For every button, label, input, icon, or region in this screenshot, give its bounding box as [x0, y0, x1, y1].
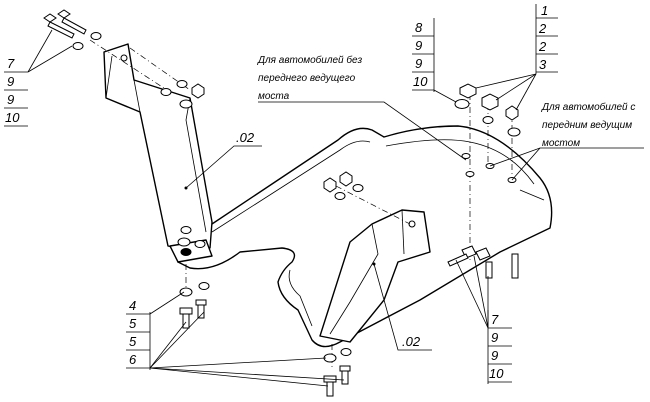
bolt-icon: [339, 365, 351, 385]
callout-number: 1: [541, 3, 548, 18]
washer-icon: [340, 348, 352, 356]
washer-icon: [179, 287, 193, 297]
washer-icon: [177, 237, 191, 247]
callout-number: 8: [415, 20, 423, 35]
callout-number: 9: [415, 38, 422, 53]
part-number-label: .02: [402, 334, 421, 349]
mounting-hole-icon: [461, 153, 471, 159]
nut-icon: [180, 248, 192, 256]
callout-number: 2: [538, 39, 547, 54]
bolt-icon: [179, 307, 193, 329]
bolt-icon: [195, 299, 207, 319]
callout-number: 5: [129, 334, 137, 349]
note-line: мостом: [542, 138, 580, 149]
callout-number: 2: [538, 21, 547, 36]
nut-icon: [323, 177, 337, 193]
mounting-hole-icon: [465, 171, 475, 177]
washer-icon: [176, 80, 188, 88]
washer-icon: [454, 99, 470, 109]
callout-number: 9: [7, 92, 14, 107]
washer-icon: [334, 192, 346, 200]
washer-icon: [160, 88, 172, 96]
part-mark-upper: .02: [184, 130, 262, 190]
washer-icon: [179, 99, 193, 109]
part-number-label: .02: [236, 130, 255, 145]
callout-number: 7: [7, 56, 15, 71]
nut-icon: [459, 83, 477, 99]
callout-number: 4: [129, 298, 136, 313]
callout-number: 9: [491, 330, 498, 345]
callout-number: 5: [129, 316, 137, 331]
washer-icon: [198, 282, 210, 290]
callout-number: 9: [415, 56, 422, 71]
note-without-front-drive: Для автомобилей без переднего ведущего м…: [257, 54, 467, 161]
bolt-icon: [511, 253, 519, 279]
bolt-icon: [447, 245, 477, 267]
callout-bottom-right: 7 9 9 10: [455, 255, 512, 384]
callout-number: 10: [489, 366, 504, 381]
washer-icon: [72, 42, 84, 50]
washer-icon: [180, 226, 192, 234]
callout-top-right-left-column: 8 9 9 10: [412, 18, 457, 103]
callout-number: 10: [5, 110, 20, 125]
callout-top-left: 7 9 9 10: [4, 29, 73, 127]
washer-icon: [482, 116, 494, 124]
nut-icon: [191, 83, 205, 99]
callout-number: 10: [413, 74, 428, 89]
washer-icon: [90, 32, 102, 40]
callout-bottom-left: 4 5 5 6: [126, 291, 345, 387]
note-with-front-drive: Для автомобилей с передним ведущим мосто…: [489, 101, 644, 181]
note-line: переднего ведущего: [258, 73, 356, 84]
washer-icon: [352, 184, 364, 192]
hardware: [43, 9, 521, 397]
bolt-icon: [485, 261, 493, 279]
note-line: передним ведущим: [542, 120, 632, 131]
callout-number: 6: [129, 352, 137, 367]
nut-icon: [505, 105, 519, 121]
note-line: Для автомобилей с: [541, 101, 635, 113]
bolt-icon: [475, 247, 491, 261]
washer-icon: [194, 240, 206, 248]
part-mark-lower: .02: [372, 262, 432, 351]
callout-top-right-right-column: 1 2 2 3: [475, 3, 558, 111]
bolt-icon: [57, 9, 87, 35]
callout-number: 9: [491, 348, 498, 363]
callout-number: 7: [491, 312, 499, 327]
nut-icon: [481, 93, 499, 111]
note-line: моста: [258, 91, 290, 102]
callout-number: 3: [539, 57, 547, 72]
lower-bracket: [319, 209, 431, 343]
nut-icon: [339, 171, 353, 187]
bolt-icon: [43, 13, 75, 39]
upper-bracket: [103, 43, 213, 263]
washer-icon: [507, 127, 521, 137]
callout-number: 9: [7, 74, 14, 89]
note-line: Для автомобилей без: [257, 54, 362, 66]
